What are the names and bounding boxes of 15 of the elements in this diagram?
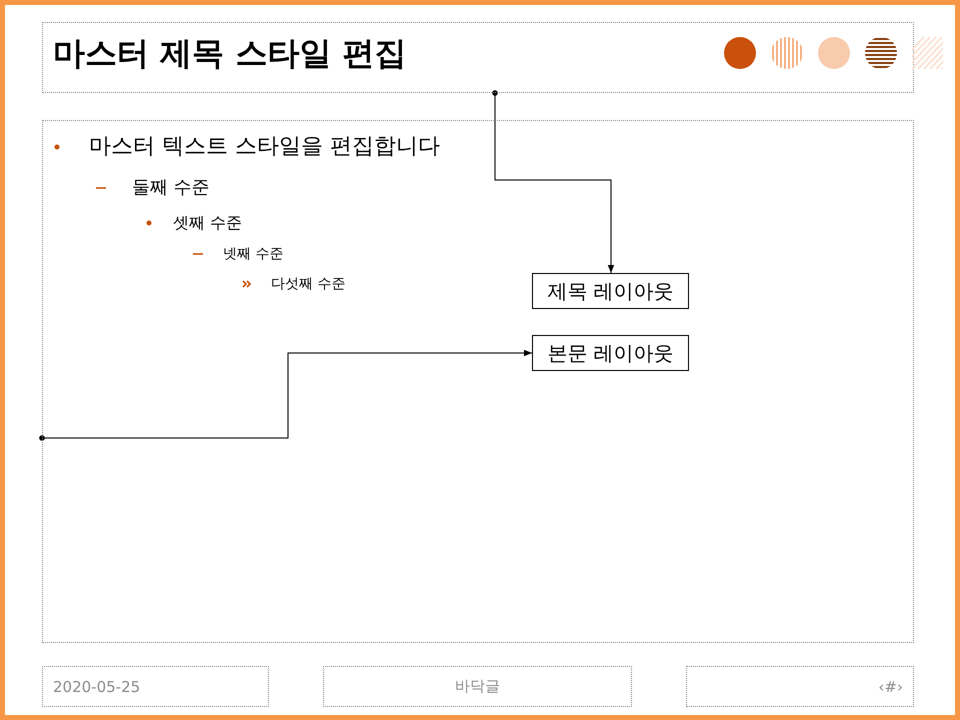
layout-label-box [532, 273, 689, 309]
bullet-text: 넷째 수준 [223, 246, 284, 262]
body-placeholder [42, 120, 914, 643]
bullet-text: 다섯째 수준 [271, 276, 346, 292]
slide-number-field: ‹#› [686, 666, 914, 707]
layout-label: 본문 레이아웃 [547, 340, 674, 366]
connector-arrow [492, 90, 614, 274]
layout-label: 제목 레이아웃 [547, 278, 674, 304]
bullet-text: 마스터 텍스트 스타일을 편집합니다 [89, 134, 440, 160]
bullet-text: 둘째 수준 [132, 177, 210, 199]
bullet-text: 셋째 수준 [173, 213, 242, 233]
connector-arrow [39, 350, 532, 441]
date-field: 2020-05-25 [42, 666, 269, 707]
layout-label-box [532, 335, 689, 371]
footer-text-field: 바닥글 [323, 666, 632, 707]
